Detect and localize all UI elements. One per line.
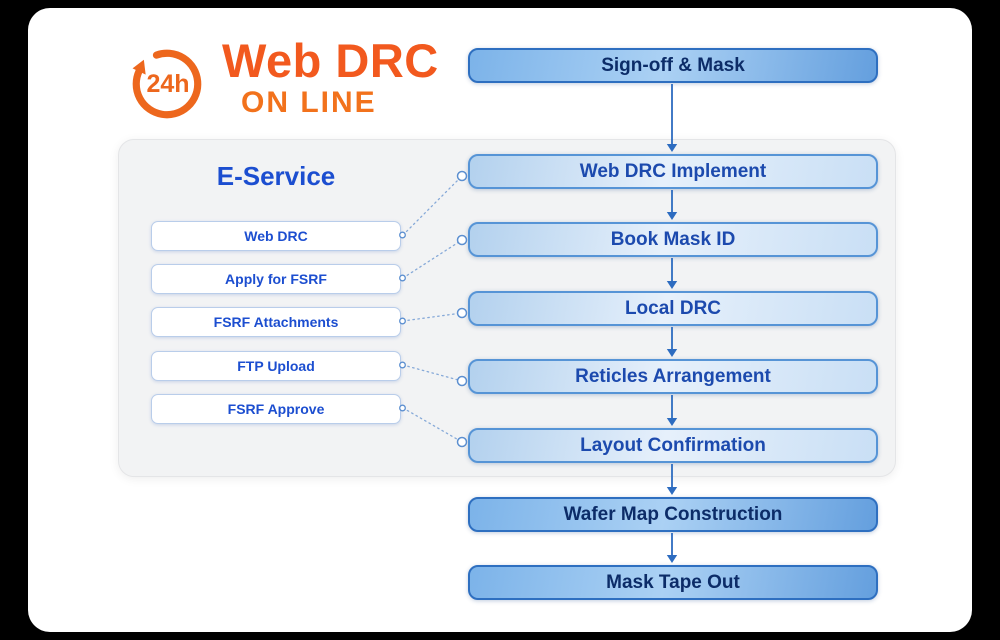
flow-step-web-drc-implement: Web DRC Implement xyxy=(468,154,878,189)
flow-step-mask-tape-out: Mask Tape Out xyxy=(468,565,878,600)
flow-step-layout-confirmation: Layout Confirmation xyxy=(468,428,878,463)
e-service-button-web-drc[interactable]: Web DRC xyxy=(151,221,401,251)
flow-step-wafer-map-construction: Wafer Map Construction xyxy=(468,497,878,532)
e-service-button-apply-for-fsrf[interactable]: Apply for FSRF xyxy=(151,264,401,294)
badge-label: 24h xyxy=(146,69,190,98)
flow-step-sign-off-mask: Sign-off & Mask xyxy=(468,48,878,83)
logo-title: Web DRC xyxy=(222,34,439,87)
e-service-button-fsrf-approve[interactable]: FSRF Approve xyxy=(151,394,401,424)
flow-step-local-drc: Local DRC xyxy=(468,291,878,326)
e-service-button-ftp-upload[interactable]: FTP Upload xyxy=(151,351,401,381)
logo-subtitle: ON LINE xyxy=(241,86,377,119)
flow-step-reticles-arrangement: Reticles Arrangement xyxy=(468,359,878,394)
e-service-button-fsrf-attachments[interactable]: FSRF Attachments xyxy=(151,307,401,337)
circular-arrow-icon xyxy=(132,49,202,119)
e-service-title: E-Service xyxy=(216,161,336,191)
24h-clock-icon: 24h xyxy=(126,43,208,125)
flow-step-book-mask-id: Book Mask ID xyxy=(468,222,878,257)
